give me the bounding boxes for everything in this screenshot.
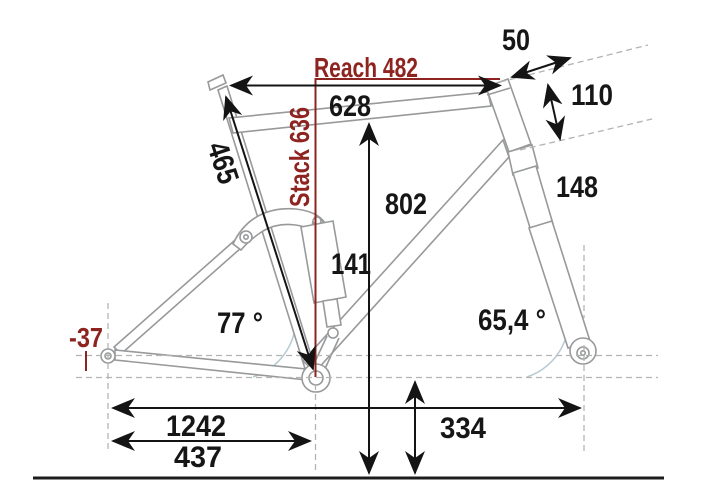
stem-length-label: 50 [502,24,530,57]
measurement-labels: Reach 482 Stack 636 628 465 50 110 148 8… [69,24,613,474]
seat-tube-dim-line [223,95,316,371]
head-tube-bottom-guide [519,118,653,151]
top-tube-length-label: 628 [329,90,371,123]
seat-tube-angle-label: 77 ° [217,307,263,340]
wheelbase-label: 1242 [166,410,226,443]
bb-drop-label: -37 [69,322,103,353]
chainstay-length-label: 437 [174,441,222,474]
seat-tube-cap [207,73,228,92]
reach-label: Reach 482 [314,52,418,83]
head-tube [484,77,533,154]
rocker-pivot-front [239,230,253,244]
stem-dim-line [510,55,572,80]
dimension-lines [111,55,582,475]
rear-travel-label: 141 [331,248,371,281]
chain-stay [114,349,308,381]
front-axle [576,346,590,360]
head-tube-dim-line [543,83,565,141]
bb-height-label: 334 [440,412,486,445]
shock-shaft [322,298,342,328]
fork-stanchion [511,164,554,233]
head-tube-angle-label: 65,4 ° [478,304,546,337]
front-axle-center [579,349,586,356]
shock-lower-mount [327,327,339,339]
standover-height-label: 802 [385,188,427,221]
shock-link-line-b [323,337,340,372]
fork-travel-label: 148 [556,171,598,204]
stack-label: Stack 636 [284,107,315,207]
head-tube-length-label: 110 [571,79,613,112]
